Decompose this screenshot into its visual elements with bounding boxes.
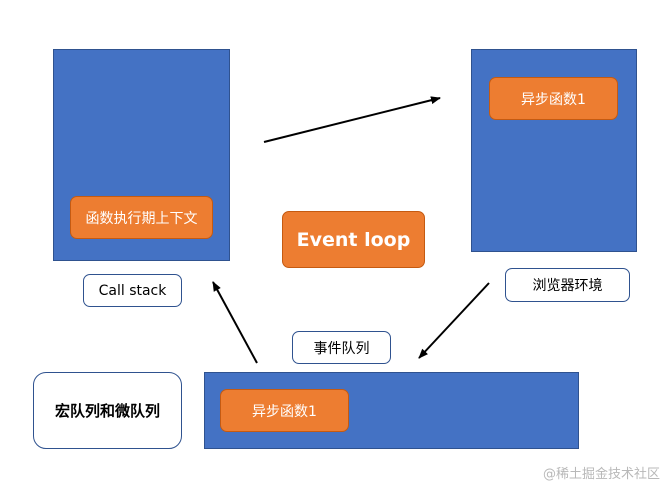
execution-context-label: 函数执行期上下文: [85, 210, 198, 227]
macro-micro-queue-label: 宏队列和微队列: [54, 402, 160, 420]
event-loop-box: Event loop: [282, 211, 425, 268]
browser-environment-label: 浏览器环境: [532, 278, 603, 294]
event-queue-label-box: 事件队列: [292, 331, 391, 364]
event-queue-label: 事件队列: [313, 340, 370, 357]
call-stack-label-box: Call stack: [83, 274, 182, 307]
watermark-text: @稀土掘金技术社区: [542, 466, 660, 482]
browser-environment-label-box: 浏览器环境: [505, 268, 630, 302]
call-stack-label: Call stack: [98, 282, 167, 299]
watermark: @稀土掘金技术社区: [520, 462, 660, 482]
browser-async-function-box: 异步函数1: [489, 77, 618, 120]
queue-async-function-label: 异步函数1: [252, 403, 317, 420]
macro-micro-queue-box: 宏队列和微队列: [33, 372, 182, 449]
queue-async-function-box: 异步函数1: [220, 389, 349, 432]
event-loop-label: Event loop: [296, 228, 411, 251]
execution-context-box: 函数执行期上下文: [70, 196, 213, 239]
arrow-browser-to-queue: [418, 282, 490, 359]
arrow-callstack-to-browser: [263, 96, 441, 143]
browser-async-function-label: 异步函数1: [521, 91, 586, 108]
arrow-queue-to-callstack: [212, 281, 258, 364]
